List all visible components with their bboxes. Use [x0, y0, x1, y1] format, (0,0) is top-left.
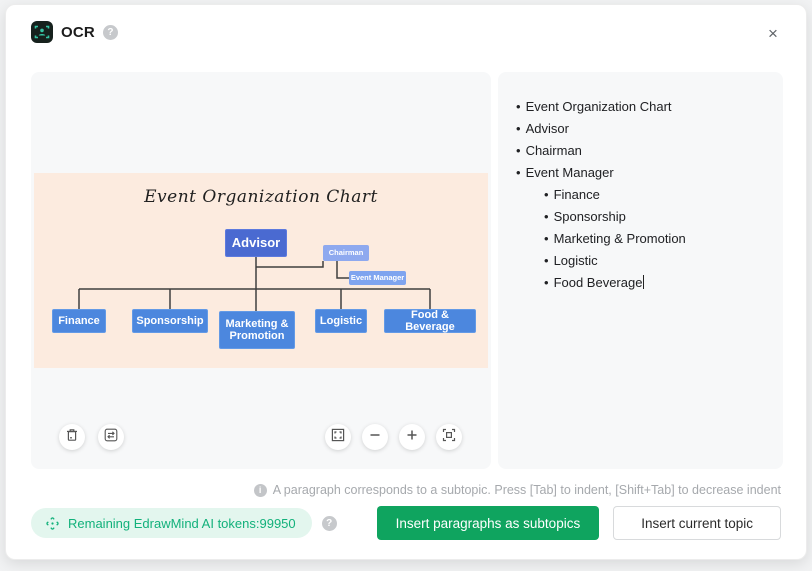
tokens-label: Remaining EdrawMind AI tokens:99950: [68, 515, 296, 531]
org-node-food-beverage: Food & Beverage: [384, 309, 476, 333]
bullet-icon: •: [516, 142, 521, 158]
ocr-dialog: OCR ? × Event Organization Chart Advisor…: [5, 4, 807, 560]
replace-image-button[interactable]: [98, 424, 124, 450]
plus-icon: [405, 428, 419, 447]
bullet-icon: •: [544, 230, 549, 246]
hint-row: i A paragraph corresponds to a subtopic.…: [253, 483, 781, 497]
insert-paragraphs-as-subtopics-button[interactable]: Insert paragraphs as subtopics: [376, 506, 600, 540]
help-icon[interactable]: ?: [102, 24, 118, 40]
ocr-logo-icon: [31, 21, 53, 43]
org-node-chairman: Chairman: [323, 245, 369, 261]
list-item-label: Chairman: [525, 142, 582, 158]
info-icon: i: [253, 483, 267, 497]
list-item-label: Advisor: [525, 120, 569, 136]
list-item-label: Sponsorship: [553, 208, 626, 224]
org-node-logistic: Logistic: [315, 309, 367, 333]
tokens-pill: Remaining EdrawMind AI tokens:99950: [31, 508, 312, 538]
bullet-icon: •: [544, 252, 549, 268]
list-item[interactable]: •Advisor: [516, 117, 769, 139]
source-image: Event Organization Chart Advisor Chairma…: [34, 173, 488, 368]
list-item-label: Marketing & Promotion: [553, 230, 686, 246]
list-item[interactable]: •Event Manager: [516, 161, 769, 183]
list-item[interactable]: •Food Beverage: [516, 271, 769, 293]
close-icon[interactable]: ×: [768, 24, 778, 43]
bullet-icon: •: [516, 120, 521, 136]
list-item[interactable]: •Marketing & Promotion: [516, 227, 769, 249]
dialog-title: OCR: [61, 23, 95, 41]
bullet-icon: •: [544, 186, 549, 202]
insert-current-topic-button[interactable]: Insert current topic: [613, 506, 781, 540]
chart-title: Event Organization Chart: [144, 187, 378, 207]
org-node-event-manager: Event Manager: [349, 271, 406, 285]
list-item-label: Food Beverage: [553, 274, 643, 290]
list-item[interactable]: •Sponsorship: [516, 205, 769, 227]
hint-text: A paragraph corresponds to a subtopic. P…: [272, 483, 781, 497]
bullet-icon: •: [516, 98, 521, 114]
org-node-finance: Finance: [52, 309, 106, 333]
delete-image-button[interactable]: [59, 424, 85, 450]
list-item[interactable]: •Event Organization Chart: [516, 95, 769, 117]
bullet-icon: •: [516, 164, 521, 180]
swap-arrows-icon: [104, 428, 118, 447]
list-item[interactable]: •Chairman: [516, 139, 769, 161]
org-node-advisor: Advisor: [225, 229, 287, 257]
list-item[interactable]: •Finance: [516, 183, 769, 205]
bullet-icon: •: [544, 274, 549, 290]
tokens-help-icon[interactable]: ?: [321, 515, 337, 531]
list-item[interactable]: •Logistic: [516, 249, 769, 271]
trash-icon: [65, 428, 79, 447]
fullscreen-icon: [442, 428, 456, 447]
minus-icon: [368, 428, 382, 447]
fit-view-icon: [331, 428, 345, 447]
ai-tokens-icon: [45, 516, 60, 531]
image-preview-panel: Event Organization Chart Advisor Chairma…: [31, 72, 491, 469]
list-item-label: Logistic: [553, 252, 598, 268]
dialog-footer: Remaining EdrawMind AI tokens:99950 ? In…: [31, 506, 781, 540]
text-cursor: [643, 275, 645, 289]
org-node-sponsorship: Sponsorship: [132, 309, 208, 333]
bullet-icon: •: [544, 208, 549, 224]
list-item-label: Finance: [553, 186, 600, 202]
zoom-in-button[interactable]: [399, 424, 425, 450]
zoom-out-button[interactable]: [362, 424, 388, 450]
org-chart-connectors: [78, 257, 431, 311]
list-item-label: Event Manager: [525, 164, 614, 180]
fit-view-button[interactable]: [325, 424, 351, 450]
ocr-result-editor[interactable]: •Event Organization Chart •Advisor •Chai…: [498, 72, 783, 469]
dialog-header: OCR ?: [31, 21, 118, 43]
org-node-marketing: Marketing & Promotion: [219, 311, 295, 349]
list-item-label: Event Organization Chart: [525, 98, 672, 114]
actual-size-button[interactable]: [436, 424, 462, 450]
